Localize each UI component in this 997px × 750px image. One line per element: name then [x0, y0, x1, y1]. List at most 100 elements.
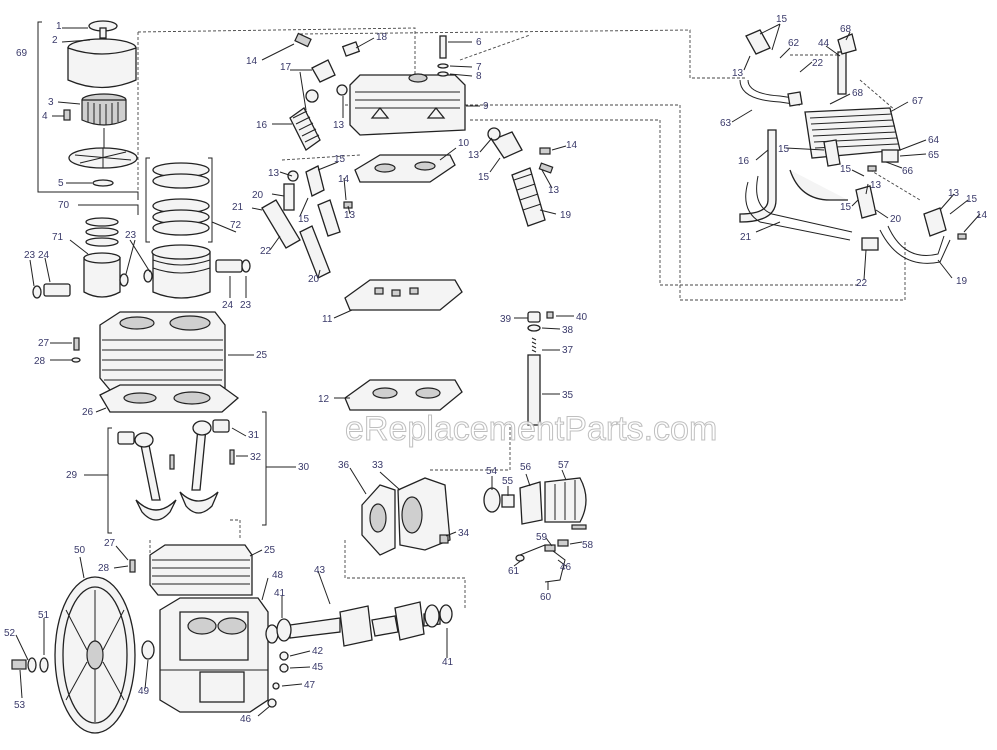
crankcase — [159, 597, 269, 713]
callout-44: 44 — [818, 38, 830, 49]
callout-37: 37 — [562, 345, 574, 356]
callout-50: 50 — [74, 545, 86, 556]
callout-7: 7 — [476, 62, 482, 73]
intercooler-tube-left — [261, 165, 353, 279]
callout-23: 23 — [125, 230, 137, 241]
filter-base — [68, 147, 138, 169]
callout-28: 28 — [98, 563, 110, 574]
cylinder-head — [349, 35, 466, 136]
valve-plate — [344, 279, 463, 311]
wing-nut — [88, 20, 118, 39]
callout-27: 27 — [104, 538, 116, 549]
callout-38: 38 — [562, 325, 574, 336]
callout-63: 63 — [720, 118, 732, 129]
valve-plate-gasket — [344, 379, 463, 411]
callout-32: 32 — [250, 452, 262, 463]
crankshaft — [265, 601, 453, 708]
filter-element — [81, 93, 127, 126]
callout-6: 6 — [476, 37, 482, 48]
callout-70: 70 — [58, 200, 70, 211]
connecting-rod-left — [117, 431, 177, 521]
callout-49: 49 — [138, 686, 150, 697]
callout-45: 45 — [312, 662, 324, 673]
callout-15: 15 — [840, 164, 852, 175]
callout-43: 43 — [314, 565, 326, 576]
lower-cylinder — [129, 544, 253, 596]
callout-15: 15 — [966, 194, 978, 205]
callout-55: 55 — [502, 476, 514, 487]
callout-62: 62 — [788, 38, 800, 49]
assembly-guide-lines — [137, 27, 921, 610]
callout-13: 13 — [732, 68, 744, 79]
callout-leaders — [15, 23, 981, 717]
callout-labels: 1234569707172232323242427282526293031325… — [4, 14, 988, 725]
callout-69: 69 — [16, 48, 28, 59]
callout-61: 61 — [508, 566, 520, 577]
callout-13: 13 — [948, 188, 960, 199]
callout-16: 16 — [738, 156, 750, 167]
callout-30: 30 — [298, 462, 310, 473]
callout-19: 19 — [956, 276, 968, 287]
callout-13: 13 — [268, 168, 280, 179]
callout-47: 47 — [304, 680, 316, 691]
callout-40: 40 — [576, 312, 588, 323]
callout-14: 14 — [338, 174, 350, 185]
callout-72: 72 — [230, 220, 242, 231]
callout-15: 15 — [478, 172, 490, 183]
callout-46: 46 — [560, 562, 572, 573]
head-gasket — [354, 154, 456, 183]
callout-21: 21 — [232, 202, 244, 213]
callout-9: 9 — [483, 101, 489, 112]
callout-12: 12 — [318, 394, 330, 405]
intercooler-assembly — [739, 29, 967, 264]
cylinder-block — [99, 311, 226, 391]
callout-28: 28 — [34, 356, 46, 367]
callout-22: 22 — [260, 246, 272, 257]
callout-15: 15 — [840, 202, 852, 213]
piston-ring-set — [152, 162, 210, 236]
bracket-29-30 — [107, 411, 267, 534]
callout-68: 68 — [852, 88, 864, 99]
cylinder-gasket — [99, 384, 240, 413]
callout-2: 2 — [52, 35, 58, 46]
callout-59: 59 — [536, 532, 548, 543]
callout-15: 15 — [778, 144, 790, 155]
callout-35: 35 — [562, 390, 574, 401]
callout-48: 48 — [272, 570, 284, 581]
bracket-70 — [78, 204, 139, 215]
callout-14: 14 — [566, 140, 578, 151]
callout-33: 33 — [372, 460, 384, 471]
callout-23: 23 — [240, 300, 252, 311]
callout-67: 67 — [912, 96, 924, 107]
callout-39: 39 — [500, 314, 512, 325]
callout-52: 52 — [4, 628, 16, 639]
callout-13: 13 — [870, 180, 882, 191]
callout-18: 18 — [376, 32, 388, 43]
large-piston — [143, 244, 251, 299]
callout-29: 29 — [66, 470, 78, 481]
callout-58: 58 — [582, 540, 594, 551]
callout-13: 13 — [344, 210, 356, 221]
callout-20: 20 — [252, 190, 264, 201]
callout-56: 56 — [520, 462, 532, 473]
callout-17: 17 — [280, 62, 292, 73]
filter-cover — [67, 38, 137, 89]
small-piston-assembly — [32, 217, 129, 299]
callout-53: 53 — [14, 700, 26, 711]
unloader-tube — [527, 311, 554, 426]
callout-19: 19 — [560, 210, 572, 221]
callout-42: 42 — [312, 646, 324, 657]
callout-24: 24 — [38, 250, 50, 261]
drain-assembly — [515, 539, 569, 583]
callout-13: 13 — [548, 185, 560, 196]
callout-68: 68 — [840, 24, 852, 35]
callout-20: 20 — [890, 214, 902, 225]
callout-26: 26 — [82, 407, 94, 418]
callout-1: 1 — [56, 21, 62, 32]
oil-sight-assembly — [483, 477, 587, 530]
callout-60: 60 — [540, 592, 552, 603]
callout-14: 14 — [976, 210, 988, 221]
flywheel — [54, 576, 136, 734]
callout-66: 66 — [902, 166, 914, 177]
filter-stud — [63, 109, 105, 150]
